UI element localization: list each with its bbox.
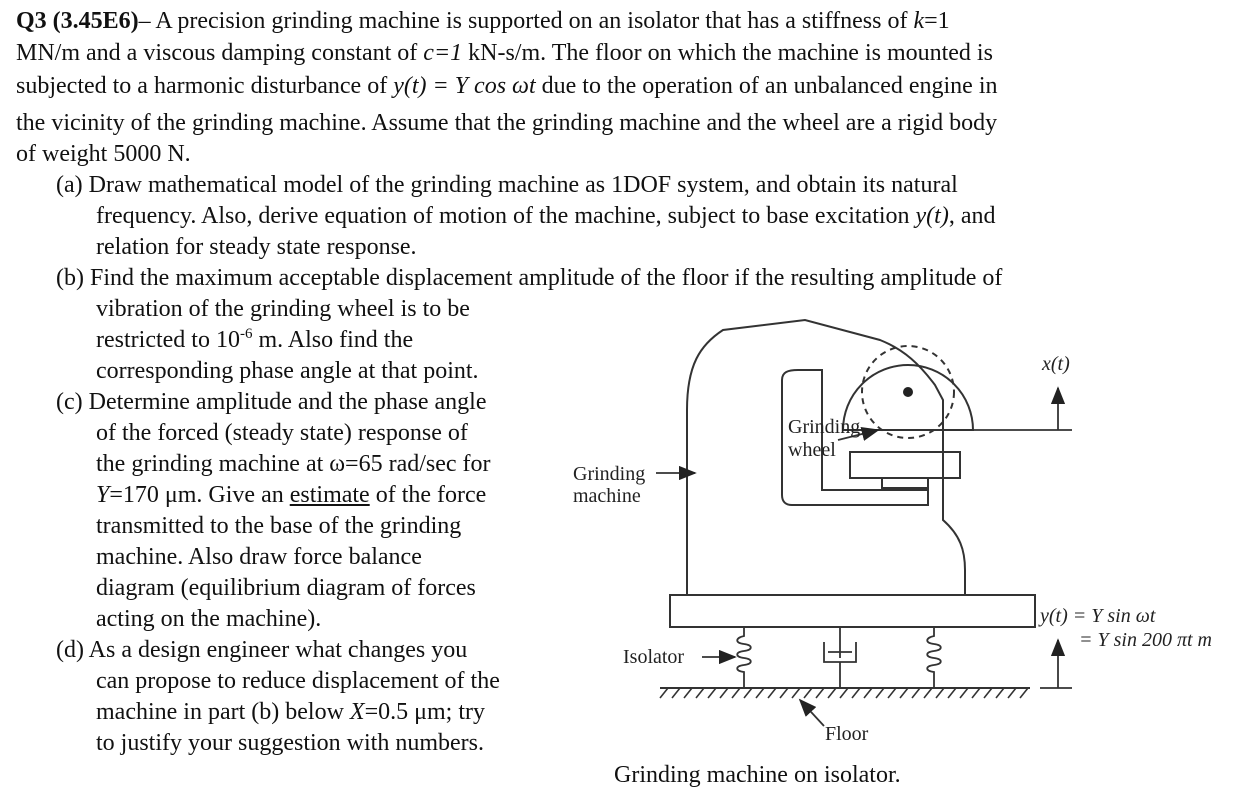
part-c-line-8: acting on the machine). (96, 606, 322, 632)
question-line-5: of weight 5000 N. (16, 141, 191, 167)
label-y-t-1: y(t) = Y sin ωt (1038, 605, 1156, 627)
machine-body (686, 318, 966, 595)
label-grinding-wheel-2: wheel (788, 439, 836, 461)
part-d-line-3: machine in part (b) below X=0.5 μm; try (96, 699, 485, 725)
floor-hatching (659, 687, 1029, 699)
wheel-center-dot (903, 387, 913, 397)
label-grinding-wheel-1: Grinding (788, 416, 860, 438)
part-c-line-7: diagram (equilibrium diagram of forces (96, 575, 476, 601)
part-a-line-2: frequency. Also, derive equation of moti… (96, 203, 996, 229)
part-a-line-3: relation for steady state response. (96, 234, 417, 260)
question-line-3: subjected to a harmonic disturbance of y… (16, 73, 998, 99)
part-b-line-4: corresponding phase angle at that point. (96, 358, 479, 384)
isolator-spring-left (736, 627, 752, 688)
isolator-spring-right (926, 627, 942, 688)
part-c-line-1: (c) Determine amplitude and the phase an… (56, 389, 487, 415)
label-grinding-machine-1: Grinding (573, 463, 645, 485)
question-line-2: MN/m and a viscous damping constant of c… (16, 40, 993, 66)
part-d-line-1: (d) As a design engineer what changes yo… (56, 637, 468, 663)
question-number: Q3 (3.45E6) (16, 8, 139, 34)
question-line-4: the vicinity of the grinding machine. As… (16, 110, 998, 136)
question-line-1: Q3 (3.45E6)– A precision grinding machin… (16, 8, 950, 34)
label-isolator: Isolator (623, 646, 684, 668)
part-c-line-3: the grinding machine at ω=65 rad/sec for (96, 451, 491, 477)
part-c-line-6: machine. Also draw force balance (96, 544, 422, 570)
part-b-line-3: restricted to 10-6 m. Also find the (96, 326, 414, 354)
part-b-line-1: (b) Find the maximum acceptable displace… (56, 265, 1003, 291)
isolator-damper (823, 627, 857, 688)
label-y-t-2: = Y sin 200 πt m (1079, 629, 1212, 651)
figure-caption: Grinding machine on isolator. (614, 762, 901, 788)
part-c-line-2: of the forced (steady state) response of (96, 420, 468, 446)
label-floor: Floor (825, 723, 869, 745)
part-d-line-4: to justify your suggestion with numbers. (96, 730, 484, 756)
part-a-line-1: (a) Draw mathematical model of the grind… (56, 172, 958, 198)
machine-throat (781, 369, 929, 506)
part-d-line-2: can propose to reduce displacement of th… (96, 668, 500, 694)
disturbance-expression: y(t) = Y cos ωt (393, 73, 536, 99)
work-piece (881, 477, 929, 489)
grinding-machine-diagram: Grinding wheel Grinding machine Isolator… (573, 318, 1212, 745)
part-b-line-2: vibration of the grinding wheel is to be (96, 296, 470, 322)
part-c-line-4: Y=170 μm. Give an estimate of the force (96, 482, 487, 508)
base-plate (669, 594, 1036, 628)
label-grinding-machine-2: machine (573, 485, 641, 507)
wheel-guard (842, 364, 975, 431)
label-x-t: x(t) (1041, 353, 1070, 375)
part-c-line-5: transmitted to the base of the grinding (96, 513, 462, 539)
grinding-wheel (861, 345, 955, 439)
